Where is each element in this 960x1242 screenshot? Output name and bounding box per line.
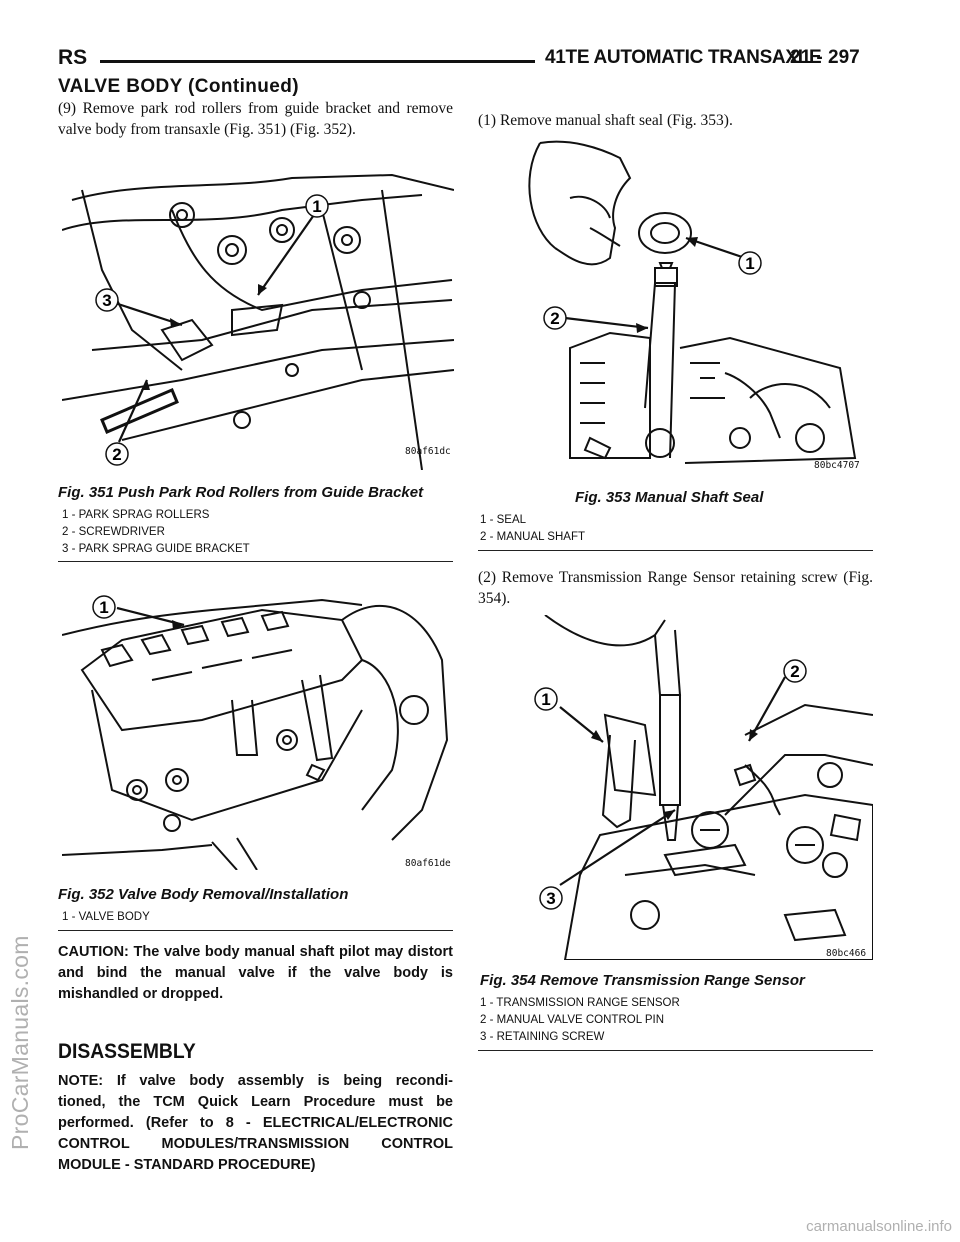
caution-text: CAUTION: The valve body manual shaft pil… bbox=[58, 944, 453, 1002]
fig-353-callout-1: 1 bbox=[745, 254, 754, 273]
fig-354-rule bbox=[478, 1050, 873, 1051]
fig-353-callout-2-marker bbox=[543, 306, 567, 330]
fig-352-callout-1: 1 bbox=[99, 598, 108, 617]
fig-354-image: 1 2 3 bbox=[505, 615, 873, 960]
fig-352-callout-1-marker bbox=[92, 595, 116, 619]
fig-352-title: Fig. 352 Valve Body Removal/Installation bbox=[58, 886, 349, 903]
note-line-3: performed. (Refer to 8 - ELECTRICAL/ELEC… bbox=[58, 1115, 453, 1131]
note-block: NOTE: If valve body assembly is being re… bbox=[58, 1071, 453, 1176]
fig-352-code: 80af61de bbox=[405, 858, 451, 869]
fig-351-callout-2: 2 bbox=[112, 445, 121, 464]
header-rs: RS bbox=[58, 46, 88, 69]
fig-352-image: 1 bbox=[62, 580, 454, 870]
fig-351-callout-1: 1 bbox=[312, 197, 321, 216]
disassembly-heading: DISASSEMBLY bbox=[58, 1040, 196, 1063]
note-line-4: CONTROL MODULES/TRANSMISSION CONTROL bbox=[58, 1136, 453, 1152]
fig-353-title: Fig. 353 Manual Shaft Seal bbox=[575, 489, 764, 506]
fig-351-title: Fig. 351 Push Park Rod Rollers from Guid… bbox=[58, 484, 424, 501]
footer-watermark: carmanualsonline.info bbox=[806, 1218, 952, 1235]
fig-351-rule bbox=[58, 561, 453, 562]
fig-354-legend-1: 1 - TRANSMISSION RANGE SENSOR bbox=[480, 997, 680, 1009]
fig-354-callout-1-marker bbox=[534, 687, 558, 711]
fig-354-callout-3-marker bbox=[539, 886, 563, 910]
header-page-number: 21 - 297 bbox=[790, 47, 860, 68]
fig-351-callout-2-marker bbox=[105, 442, 129, 466]
side-watermark: ProCarManuals.com bbox=[7, 935, 33, 1150]
fig-351-legend-2: 2 - SCREWDRIVER bbox=[62, 526, 165, 538]
header-title: 41TE AUTOMATIC TRANSAXLE bbox=[545, 47, 822, 68]
fig-352-legend-1: 1 - VALVE BODY bbox=[62, 911, 150, 923]
note-line-2: tioned, the TCM Quick Learn Procedure mu… bbox=[58, 1094, 453, 1110]
fig-354-code: 80bc466 bbox=[826, 948, 867, 959]
note-line-5: MODULE - STANDARD PROCEDURE) bbox=[58, 1157, 316, 1173]
step-9-text: (9) Remove park rod rollers from guide b… bbox=[58, 100, 453, 138]
fig-354-legend-2: 2 - MANUAL VALVE CONTROL PIN bbox=[480, 1014, 665, 1026]
fig-351-legend-1: 1 - PARK SPRAG ROLLERS bbox=[62, 509, 210, 521]
section-title: VALVE BODY (Continued) bbox=[58, 76, 300, 97]
fig-352-rule bbox=[58, 930, 453, 931]
fig-351-code: 80af61dc bbox=[405, 446, 451, 457]
fig-351-legend-3: 3 - PARK SPRAG GUIDE BRACKET bbox=[62, 543, 250, 555]
header-rule bbox=[100, 60, 535, 63]
fig-354-legend-3: 3 - RETAINING SCREW bbox=[480, 1031, 605, 1043]
fig-353-rule bbox=[478, 550, 873, 551]
fig-353-callout-1-marker bbox=[738, 251, 762, 275]
fig-351-callout-3-marker bbox=[95, 288, 119, 312]
fig-353-callout-2: 2 bbox=[550, 309, 559, 328]
fig-353-code: 80bc4707 bbox=[814, 460, 860, 471]
step-1-text: (1) Remove manual shaft seal (Fig. 353). bbox=[478, 112, 733, 129]
fig-351-callout-3: 3 bbox=[102, 291, 111, 310]
note-line-1: NOTE: If valve body assembly is being re… bbox=[58, 1073, 453, 1089]
fig-351-image: 1 3 2 bbox=[62, 170, 454, 470]
fig-353-image: 1 2 bbox=[510, 138, 866, 470]
fig-354-callout-1: 1 bbox=[541, 690, 550, 709]
fig-351-callout-1-marker bbox=[305, 194, 329, 218]
fig-353-legend-1: 1 - SEAL bbox=[480, 514, 527, 526]
step-2-text: (2) Remove Transmission Range Sensor ret… bbox=[478, 569, 873, 607]
fig-354-title: Fig. 354 Remove Transmission Range Senso… bbox=[480, 972, 805, 989]
fig-354-callout-3: 3 bbox=[546, 889, 555, 908]
fig-354-callout-2: 2 bbox=[790, 662, 799, 681]
fig-354-callout-2-marker bbox=[783, 659, 807, 683]
fig-353-legend-2: 2 - MANUAL SHAFT bbox=[480, 531, 586, 543]
